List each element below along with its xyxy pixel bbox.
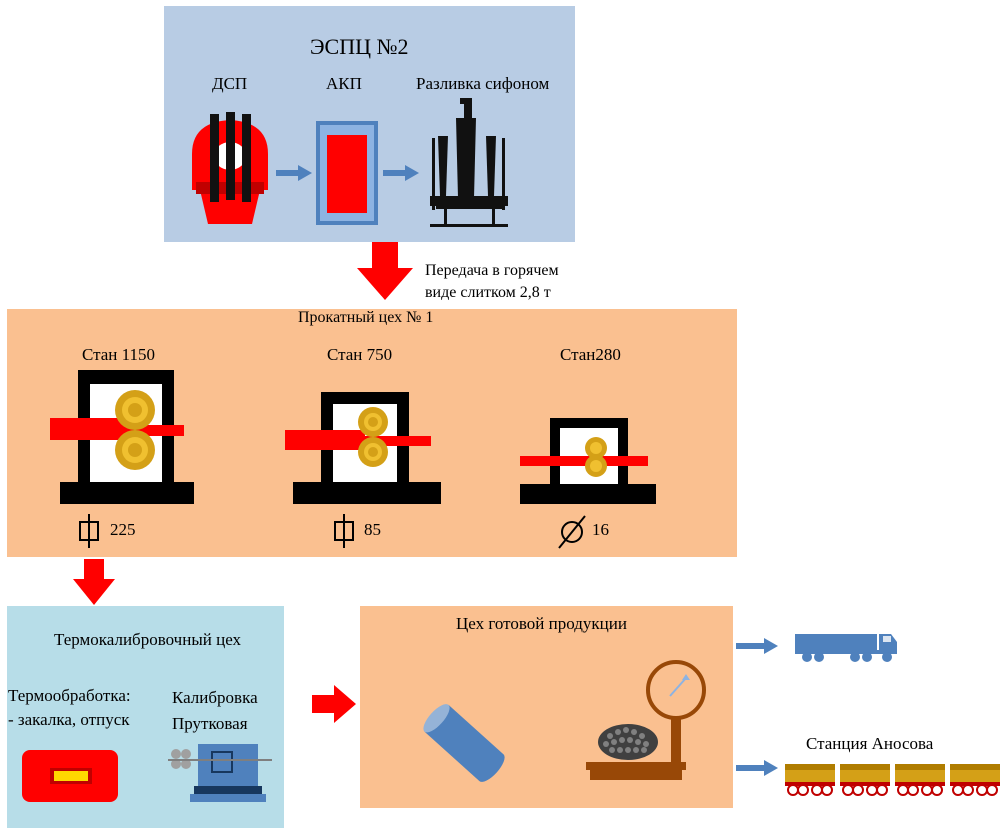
mill-750-name: Стан 750 (327, 345, 393, 364)
arc-furnace-icon (192, 112, 268, 224)
station-label: Станция Аносова (806, 734, 934, 753)
flow-arrow-icon (383, 165, 419, 181)
rolling-mill-stand-icon (520, 418, 656, 504)
round-profile-icon (558, 515, 586, 549)
flow-arrow-icon (312, 685, 356, 723)
rolling-mill-stand-icon (285, 392, 441, 504)
calibration-label: Калибровка (172, 688, 258, 707)
stage-label-akp: АКП (326, 74, 362, 93)
truck-icon (795, 634, 897, 662)
finished-products-title: Цех готовой продукции (456, 614, 627, 633)
siphon-casting-icon (430, 98, 508, 227)
rolling-shop-title: Прокатный цех № 1 (298, 309, 434, 326)
stage-label-dsp: ДСП (212, 74, 248, 93)
flow-arrow-icon (73, 559, 115, 605)
bar-calibration-label: Прутковая (172, 714, 248, 733)
square-profile-icon (334, 514, 354, 548)
transfer-arrow-icon (357, 242, 413, 300)
mill-280-size: 16 (592, 520, 609, 539)
rail-wagon-icon (950, 764, 1000, 796)
heat-treatment-furnace-icon (22, 750, 118, 802)
mill-280-name: Стан280 (560, 345, 621, 364)
flow-arrow-icon (736, 638, 778, 654)
rail-wagon-icon (895, 764, 945, 796)
ladle-furnace-icon (316, 121, 378, 225)
mill-1150-size: 225 (110, 520, 136, 539)
flow-arrow-icon (736, 760, 778, 776)
rail-wagon-icon (840, 764, 890, 796)
thermo-shop-title: Термокалибровочный цех (54, 630, 242, 649)
mill-1150-name: Стан 1150 (82, 345, 156, 364)
mill-750-size: 85 (364, 520, 381, 539)
weighing-scale-icon (586, 660, 706, 780)
flow-arrow-icon (276, 165, 312, 181)
transfer-line-1: Передача в горячем (425, 262, 559, 279)
heat-treatment-label: Термообработка: (8, 686, 131, 705)
espc-title: ЭСПЦ №2 (310, 34, 409, 59)
transfer-line-2: виде слитком 2,8 т (425, 284, 551, 301)
rolling-mill-stand-icon (50, 370, 194, 504)
calibration-machine-icon (168, 744, 272, 802)
quench-temper-label: - закалка, отпуск (8, 710, 130, 729)
steel-bar-icon (423, 704, 505, 782)
stage-label-casting: Разливка сифоном (416, 74, 550, 93)
square-profile-icon (79, 514, 99, 548)
rail-wagon-icon (785, 764, 835, 796)
